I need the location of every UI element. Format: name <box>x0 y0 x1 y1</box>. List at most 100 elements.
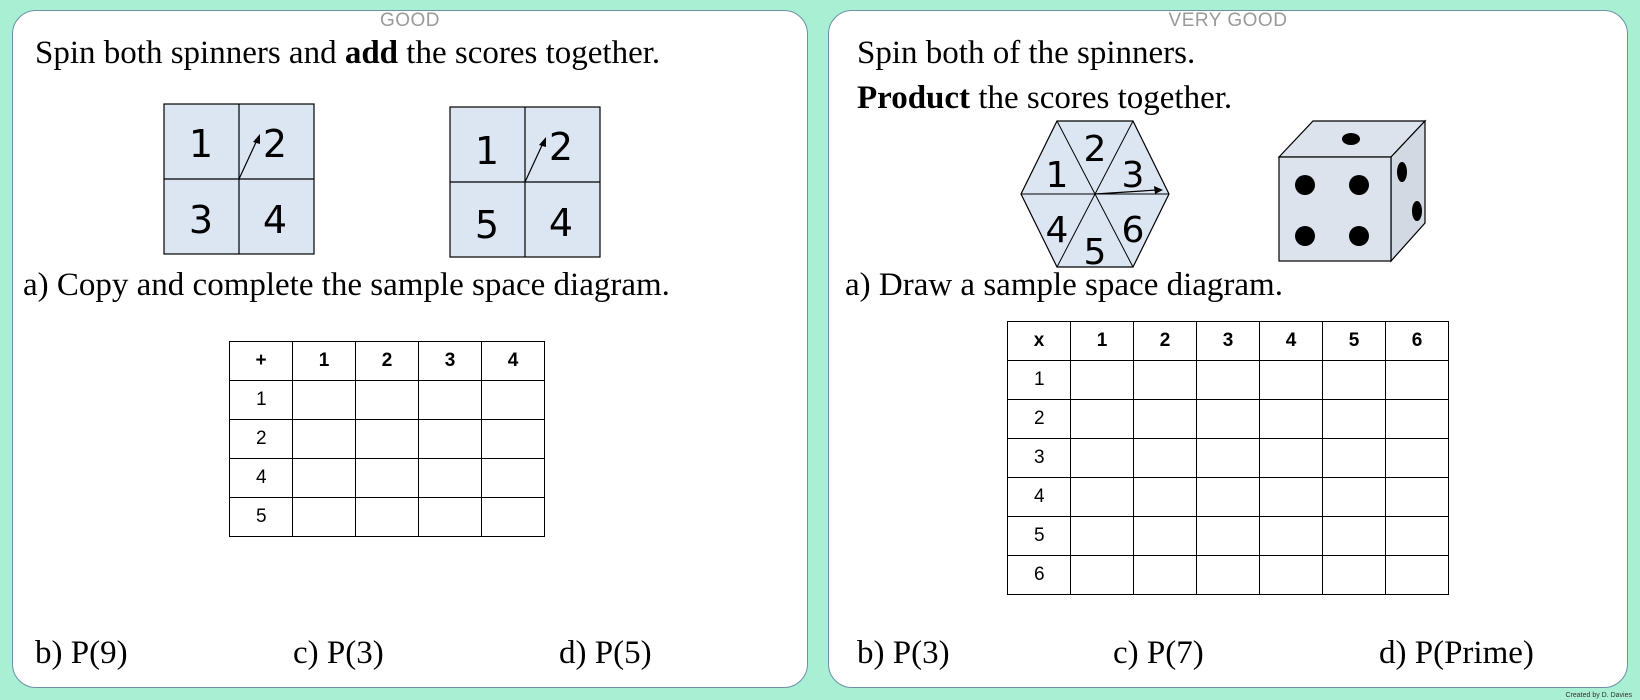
table-cell <box>1259 516 1323 556</box>
table-cell <box>1322 360 1386 400</box>
row-header: 3 <box>1007 438 1071 478</box>
table-cell <box>292 497 356 537</box>
table-cell <box>1196 516 1260 556</box>
intro-line-2: Product the scores together. <box>857 82 1232 115</box>
intro-text-part: the scores together. <box>398 35 661 71</box>
row-header: 2 <box>1007 399 1071 439</box>
very-good-question-card: VERY GOOD Spin both of the spinners. Pro… <box>828 10 1628 688</box>
die-pip <box>1295 175 1315 195</box>
sample-space-table: x 1 2 3 4 5 6 1 2 3 4 5 6 <box>1007 321 1449 595</box>
table-cell <box>1070 555 1134 595</box>
table-cell <box>292 458 356 498</box>
column-header: 3 <box>1196 321 1260 361</box>
row-header: 2 <box>229 419 293 459</box>
spinner-section: 5 <box>1084 232 1107 273</box>
intro-bold: Product <box>857 80 971 116</box>
table-row: 5 <box>1007 516 1449 556</box>
row-header: 4 <box>229 458 293 498</box>
table-row: 1 <box>1007 360 1449 400</box>
column-header: 2 <box>355 341 419 381</box>
credit-text: Created by D. Davies <box>1565 692 1632 699</box>
table-cell <box>418 497 482 537</box>
table-cell <box>1133 477 1197 517</box>
table-cell <box>1133 555 1197 595</box>
intro-text-part: the scores together. <box>970 80 1233 116</box>
table-cell <box>1322 555 1386 595</box>
question-b: b) P(9) <box>35 635 128 671</box>
spinner-arrow <box>238 134 260 180</box>
table-cell <box>1133 516 1197 556</box>
table-cell <box>1133 438 1197 478</box>
die-pip <box>1349 175 1369 195</box>
spinner-arrow <box>524 137 546 183</box>
die-pip <box>1397 162 1407 182</box>
table-cell <box>1385 360 1449 400</box>
table-row: 1 <box>229 380 545 420</box>
table-cell <box>1385 516 1449 556</box>
die <box>1277 119 1427 263</box>
table-cell <box>1385 555 1449 595</box>
level-label: GOOD <box>379 10 441 31</box>
spinner-section: 4 <box>263 198 287 242</box>
question-c: c) P(3) <box>293 635 384 671</box>
table-cell <box>1196 438 1260 478</box>
intro-text-part: Spin both spinners and <box>35 35 345 71</box>
table-row: 3 <box>1007 438 1449 478</box>
table-cell <box>1322 516 1386 556</box>
spinner-section: 1 <box>189 122 213 166</box>
row-header: 1 <box>229 380 293 420</box>
question-b: b) P(3) <box>857 635 950 671</box>
table-row: 4 <box>229 458 545 498</box>
spinner-section: 1 <box>1046 155 1069 196</box>
table-cell <box>481 380 545 420</box>
table-cell <box>1133 360 1197 400</box>
table-cell <box>1196 360 1260 400</box>
spinner-section: 2 <box>549 125 573 169</box>
spinner-section: 6 <box>1122 210 1145 251</box>
table-cell <box>1385 438 1449 478</box>
die-pip <box>1349 226 1369 246</box>
spinner-section: 3 <box>189 198 213 242</box>
intro-bold: add <box>344 35 399 71</box>
table-cell <box>1385 399 1449 439</box>
spinner-section: 1 <box>475 129 499 173</box>
table-row: 6 <box>1007 555 1449 595</box>
spinner-section: 4 <box>549 201 573 245</box>
question-a: a) Draw a sample space diagram. <box>845 267 1283 303</box>
table-cell <box>1259 555 1323 595</box>
column-header: 4 <box>1259 321 1323 361</box>
question-a: a) Copy and complete the sample space di… <box>23 267 670 303</box>
table-row: 4 <box>1007 477 1449 517</box>
die-pip <box>1412 201 1422 221</box>
table-cell <box>355 419 419 459</box>
table-cell <box>1196 555 1260 595</box>
column-header: 3 <box>418 341 482 381</box>
level-label: VERY GOOD <box>1168 10 1288 31</box>
question-d: d) P(Prime) <box>1379 635 1534 671</box>
row-header: 1 <box>1007 360 1071 400</box>
table-cell <box>355 458 419 498</box>
table-cell <box>418 419 482 459</box>
spinner-section: 2 <box>1084 129 1107 170</box>
table-cell <box>418 458 482 498</box>
hexagon-spinner: 2 3 6 5 4 1 <box>1020 120 1170 273</box>
table-cell <box>481 497 545 537</box>
table-cell <box>1070 360 1134 400</box>
table-cell <box>418 380 482 420</box>
row-header: 4 <box>1007 477 1071 517</box>
die-pip <box>1342 133 1360 145</box>
row-header: 5 <box>229 497 293 537</box>
spinner-section: 3 <box>1122 155 1145 196</box>
column-header: 1 <box>292 341 356 381</box>
square-spinner-1: 1 2 3 4 <box>163 103 315 255</box>
table-cell <box>1070 438 1134 478</box>
table-corner: + <box>229 341 293 381</box>
table-cell <box>1070 477 1134 517</box>
table-cell <box>1322 399 1386 439</box>
row-header: 5 <box>1007 516 1071 556</box>
table-cell <box>1385 477 1449 517</box>
table-header-row: + 1 2 3 4 <box>229 341 545 381</box>
table-row: 2 <box>1007 399 1449 439</box>
table-cell <box>1196 399 1260 439</box>
column-header: 6 <box>1385 321 1449 361</box>
